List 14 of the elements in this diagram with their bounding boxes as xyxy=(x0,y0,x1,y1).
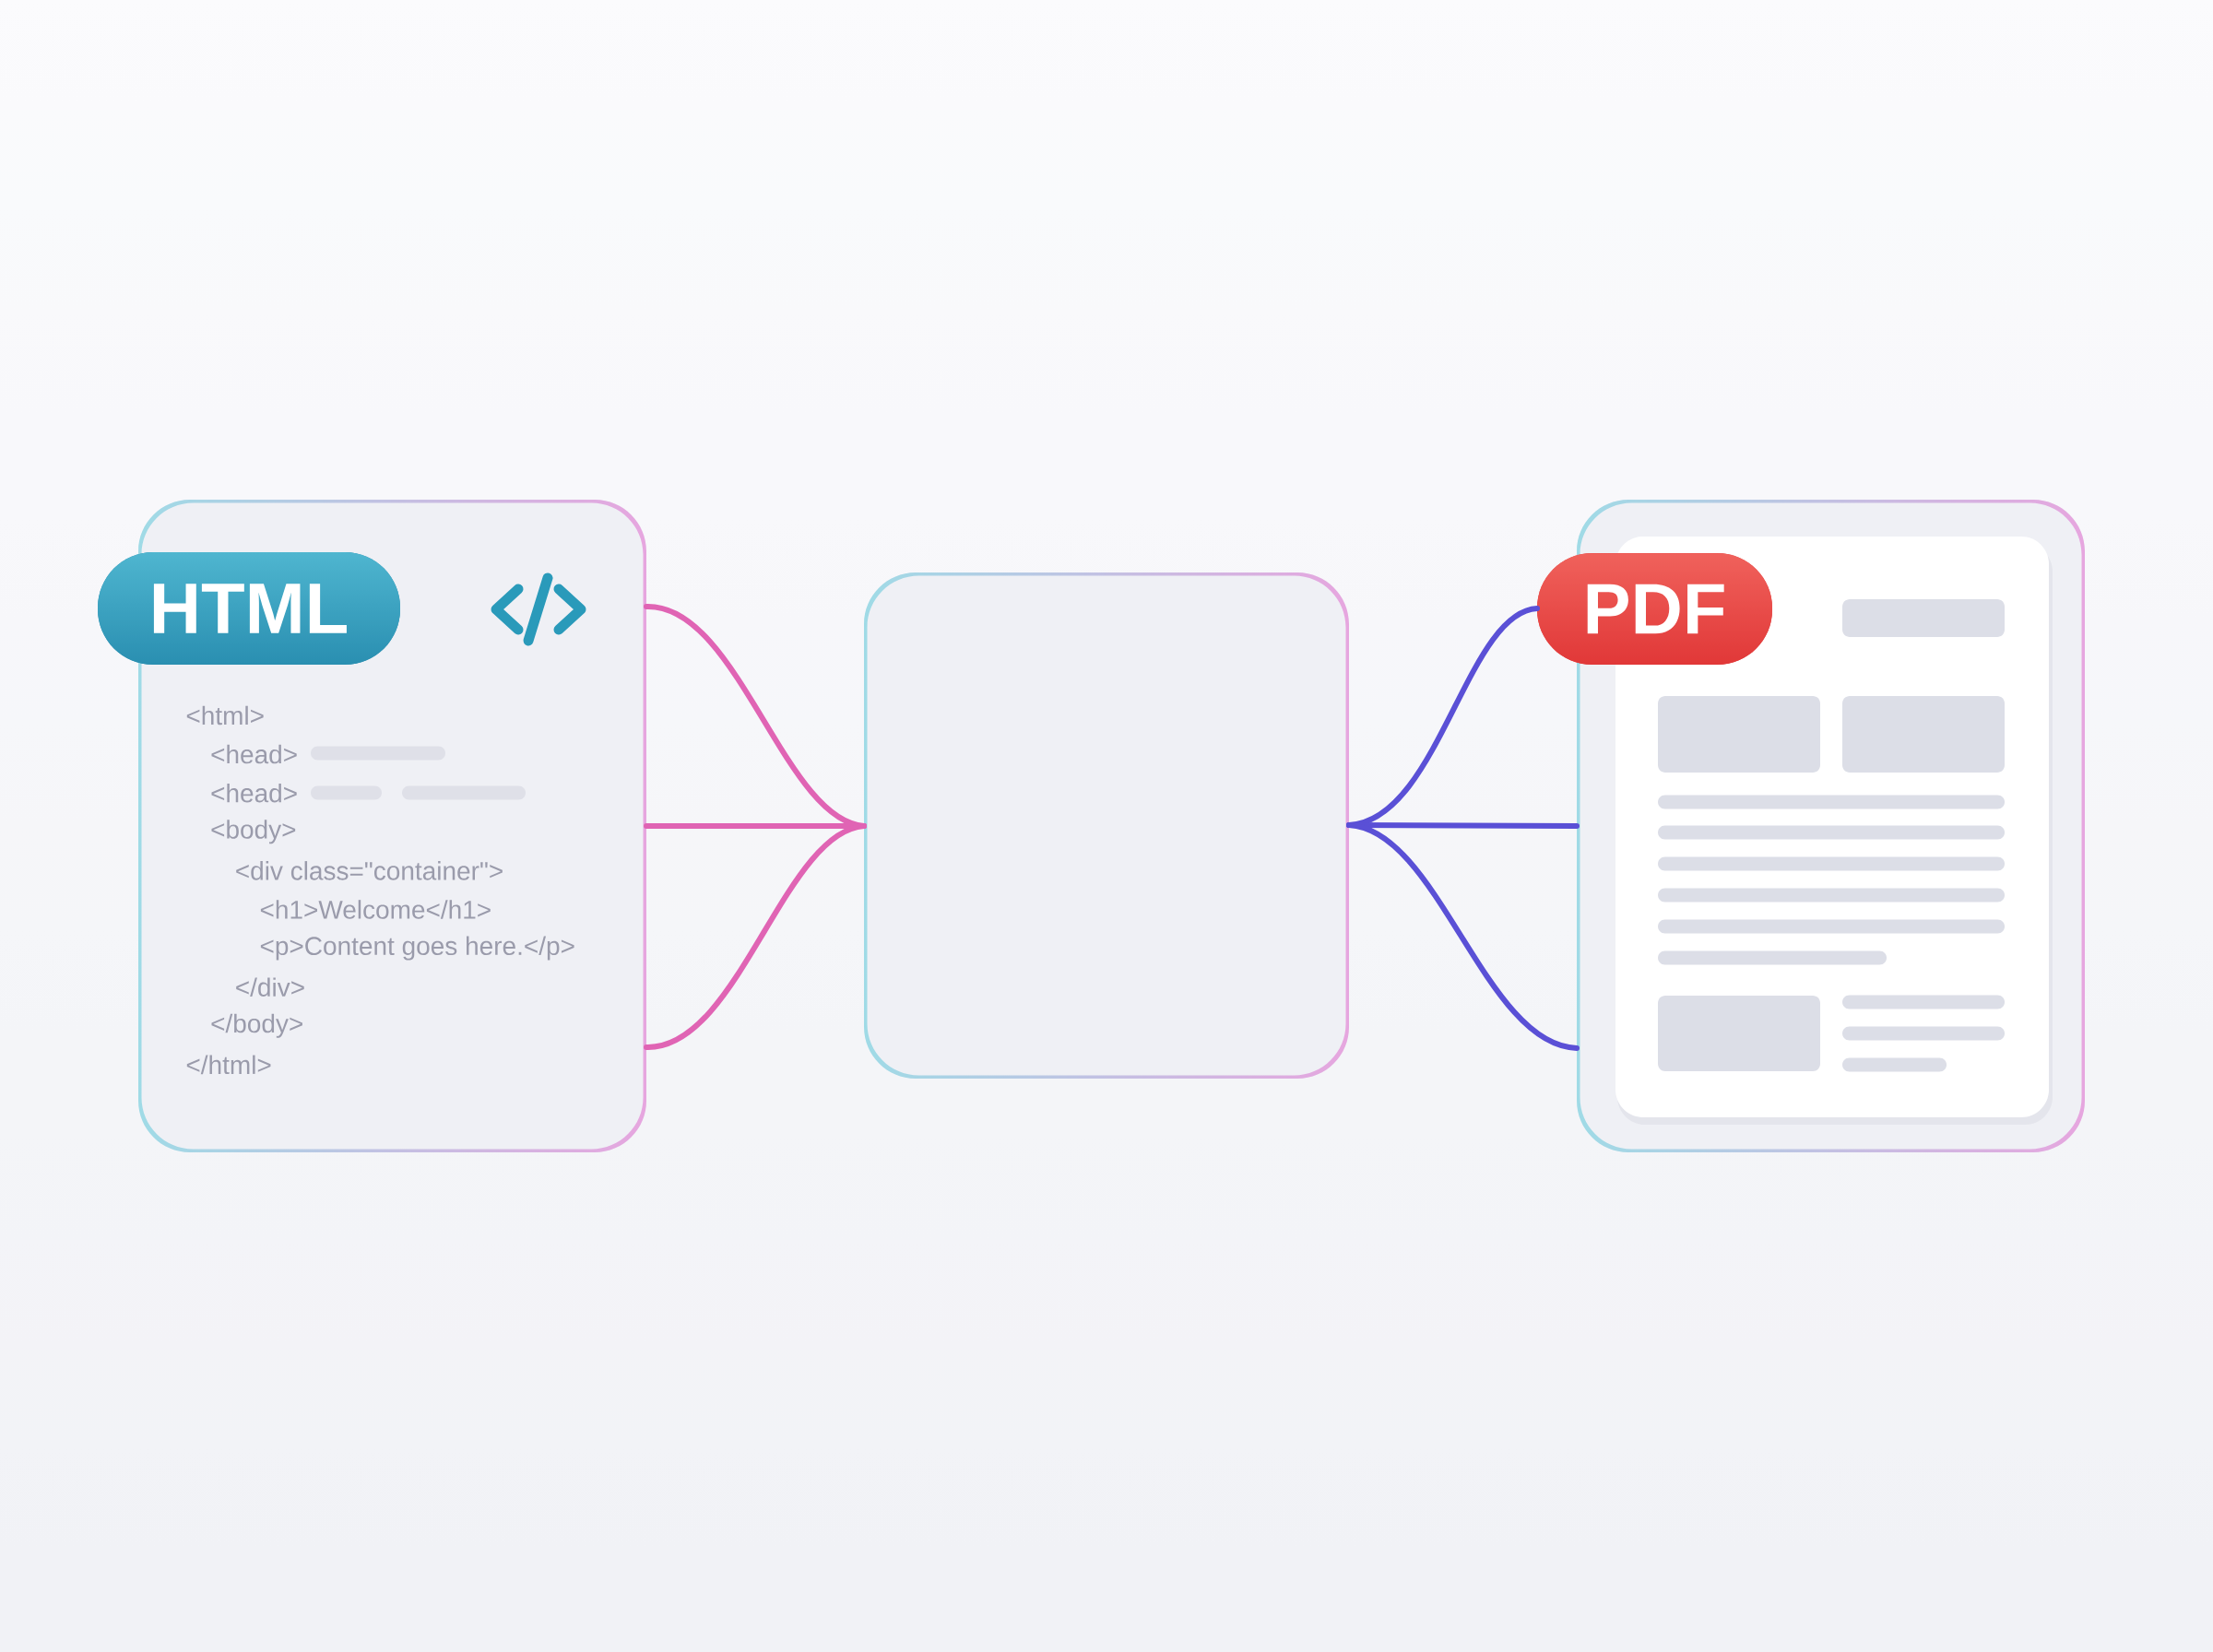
code-line: </html> xyxy=(186,1055,271,1075)
code-line: </body> xyxy=(211,1013,302,1038)
format-label: HTML xyxy=(153,584,347,633)
code-line: <head> xyxy=(211,783,297,803)
code-line: <div class="container"> xyxy=(236,861,503,880)
code-line: <head> xyxy=(211,744,297,764)
code-line: </div> xyxy=(236,977,304,997)
connector xyxy=(644,822,867,1050)
empty-card xyxy=(864,572,1349,1079)
connector xyxy=(1346,822,1580,1051)
code-line: <h1>Welcome</h1> xyxy=(260,900,491,919)
code-line: <html> xyxy=(186,705,264,726)
code-line: <body> xyxy=(211,820,296,844)
code-line: <p>Content goes here.</p> xyxy=(260,936,574,961)
